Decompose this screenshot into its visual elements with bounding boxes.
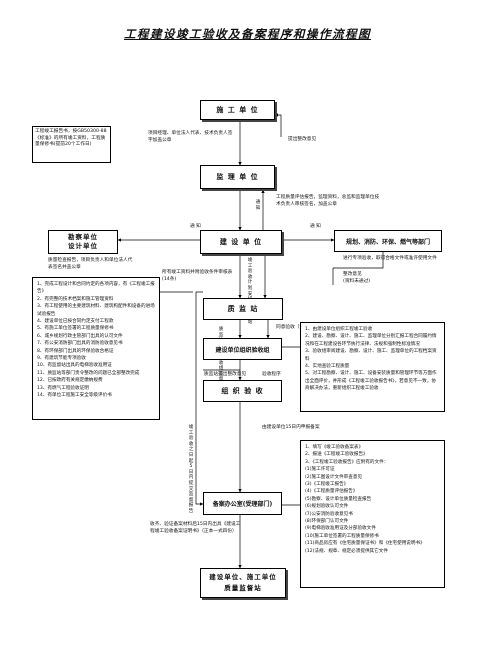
filing-certificate-note: 收齐、验证备案材料后15日内出具《建设工程竣工验收备案证明书》（正本一式四份） [150, 522, 241, 534]
list-item: 2、报送《工程竣工验收报告》 [305, 452, 368, 458]
docs-within-5-note: 竣工验收之日起5日内提交监督报告 [188, 425, 194, 514]
accept-and-supervise-note: 同意验收（资料通过） [276, 325, 323, 332]
owner-box: 建 设 单 位 [200, 230, 282, 254]
list-item: (5)勘察、设计单位质量检查报告 [305, 496, 372, 502]
list-item: (12)法规、规章、规定必须提供其它文件 [305, 548, 388, 554]
survey-design-box: 勘察单位 设计单位 [48, 230, 118, 254]
list-item: 7、有公安消防部门出具的消防验收意见书 [37, 341, 123, 347]
list-item: (6)规划验收认可文件 [305, 504, 349, 510]
planning-rectify-note: 整改意见 [343, 272, 362, 277]
design-unit-label: 设计单位 [68, 242, 98, 250]
list-item: (11)商品房应有《住宅质量保证书》和《住宅使用说明书》 [305, 541, 425, 547]
survey-report-note: 质量检查报告，项目负责人和单位法人代表签名并盖公章 [48, 258, 133, 270]
list-item: 1、填写《竣工验收备案表》 [305, 445, 364, 450]
notify-right-note: 通 知 [310, 224, 321, 229]
list-item: 2、有完整的技术档案和施工管理资料 [37, 296, 114, 302]
list-item: 3、有工程使用的主要建筑材料、建筑构配件和设备的进场试验报告 [37, 304, 155, 317]
list-item: 5、对工程勘察、设计、施工、设备安装质量和管理环节等方面作出全面评价，并形成《工… [305, 371, 437, 392]
final-box: 建设单位、施工单位 质量监督站 [200, 568, 286, 598]
list-item: (8)环保部门认可文件 [305, 519, 349, 525]
list-item: (3)《工程竣工报告》 [305, 482, 349, 488]
all-docs-note: 所有竣工资料并附验收条件审核表(14条) [162, 270, 233, 282]
list-item: (7)公安消防验收意见书 [305, 511, 353, 517]
list-item: (10)施工单位签署的工程质量保修书 [305, 533, 379, 539]
acceptance-procedure-note: 验收程序 [262, 372, 281, 377]
owner-acceptance-team-box: 建设单位组织验收组 [203, 338, 282, 360]
supervisor-report-note: 工程质量评估报告，监理资料，总监和监理单位技术负责人审核签名，加盖公章 [276, 195, 380, 207]
planning-docs-failed-note: (资料未通过) [343, 279, 371, 284]
notify-vertical-note: 通知 [255, 200, 261, 211]
list-item: 9、有建筑节能专项验收 [37, 356, 86, 362]
list-item: 14、有单位工程施工安全等级评价书 [37, 393, 112, 399]
rectify-opinion-note: 提出整改意见 [288, 137, 317, 142]
contractor-sign-note: 项目经理、单位法人代表、技术负责人签字加盖公章 [148, 131, 233, 143]
supervisor-box: 监 理 单 位 [200, 165, 275, 189]
page-title: 工程建设竣工验收及备案程序和操作流程图 [124, 27, 371, 41]
list-item: (4)《工程质量评估报告》 [305, 489, 358, 495]
reorganize-note: 质监站提出整改意见 [204, 372, 247, 377]
list-item: 4、实地查验工程质量 [305, 364, 350, 370]
filing-office-box: 备案办公室(受理部门) [203, 492, 282, 515]
final-line-1: 建设单位、施工单位 [209, 573, 277, 581]
list-item: 12、已按政府有关规定缴纳规费 [37, 378, 103, 384]
acceptance-conditions-list: 1、完成工程设计和合同约定的各项内容，有《工程竣工报告》 2、有完整的技术档案和… [32, 277, 160, 420]
list-item: 3、《工程竣工验收报告》应附有的文件： [305, 459, 389, 465]
filing-materials-list: 1、填写《竣工验收备案表》 2、报送《工程竣工验收报告》 3、《工程竣工验收报告… [300, 440, 445, 588]
notify-left-note: 通 知 [190, 224, 201, 229]
list-item: (9)电梯验收准用证及分部验收文件 [305, 526, 376, 532]
quality-station-box: 质 监 站 [203, 298, 283, 320]
acceptance-box: 组 织 验 收 [203, 380, 282, 402]
list-item: 1、完成工程设计和合同约定的各项内容，有《工程竣工报告》 [37, 282, 155, 295]
survey-unit-label: 勘察单位 [68, 233, 98, 241]
planning-special-note: 进行专项验收，取得合格文件或准许使用文件 [343, 256, 437, 261]
list-item: (1)施工许可证 [305, 467, 335, 473]
list-item: 1、由建设单位组织工程竣工验收 [305, 327, 373, 332]
acceptance-steps-list: 1、由建设单位组织工程竣工验收 2、建设、勘察、设计、施工、监理单位分别汇报工程… [300, 322, 445, 412]
list-item: 6、城乡规划行政主管部门出具的认可文件 [37, 333, 123, 339]
planning-departments-box: 规划、消防、环保、燃气等部门 [334, 230, 442, 252]
list-item: (2)施工图设计文件审查意见 [305, 474, 363, 480]
list-item: 13、有燃气工程验收证明 [37, 385, 89, 391]
contractor-box: 施 工 单 位 [200, 100, 275, 120]
within-15-note: 由建设单位15日内申报备案 [262, 425, 320, 430]
final-line-2: 质量监督站 [224, 584, 262, 592]
list-item: 10、有监督站出具的电梯验收准用证 [37, 363, 112, 369]
list-item: 2、建设、勘察、设计、施工、监理单位分别汇报工程合同履约情况和在工程建设各环节执… [305, 334, 437, 347]
list-item: 8、有环保部门出具的环保验收合格证 [37, 348, 114, 354]
list-item: 5、有施工单位签署的工程质量保修书 [37, 326, 114, 332]
list-item: 11、质监站等部门责令整改的问题已全部整改完成 [37, 370, 140, 376]
list-item: 4、建设单位已按合同约定支付工程款 [37, 319, 114, 325]
list-item: 3、验收组审阅建设、勘察、设计、施工、监理单位的工程档案资料 [305, 349, 437, 362]
contractor-docs-note: 工程竣工报告书，按GB50300-88《标准》的所有竣工资料，工程质量保修书(提… [32, 126, 111, 163]
